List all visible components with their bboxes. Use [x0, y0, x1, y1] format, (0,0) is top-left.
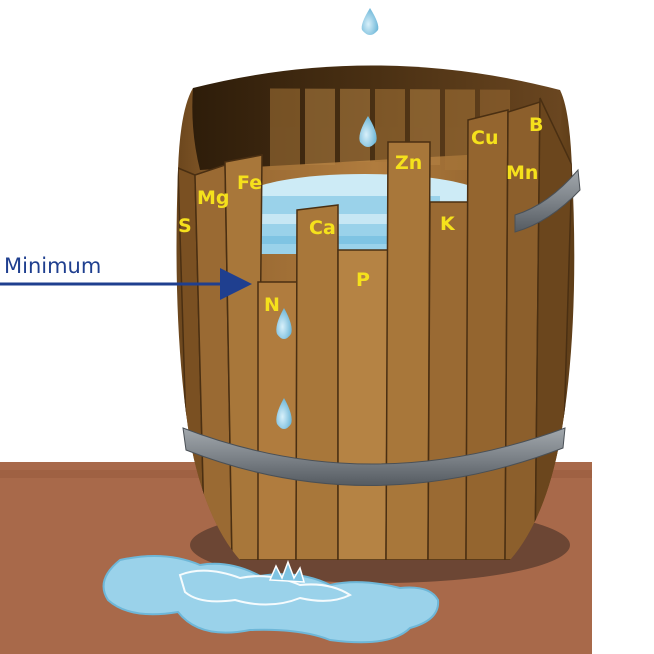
nutrient-label-mg: Mg: [197, 189, 230, 208]
nutrient-label-k: K: [440, 215, 455, 234]
nutrient-label-mn: Mn: [506, 164, 538, 183]
nutrient-label-fe: Fe: [237, 174, 262, 193]
nutrient-label-cu: Cu: [471, 129, 498, 148]
nutrient-label-b: B: [529, 116, 543, 135]
nutrient-label-ca: Ca: [309, 219, 336, 238]
nutrient-label-zn: Zn: [395, 154, 422, 173]
drop-top: [362, 8, 379, 35]
nutrient-label-p: P: [356, 271, 370, 290]
nutrient-label-s: S: [178, 217, 192, 236]
nutrient-label-n: N: [264, 296, 280, 315]
minimum-label: Minimum: [4, 256, 101, 277]
